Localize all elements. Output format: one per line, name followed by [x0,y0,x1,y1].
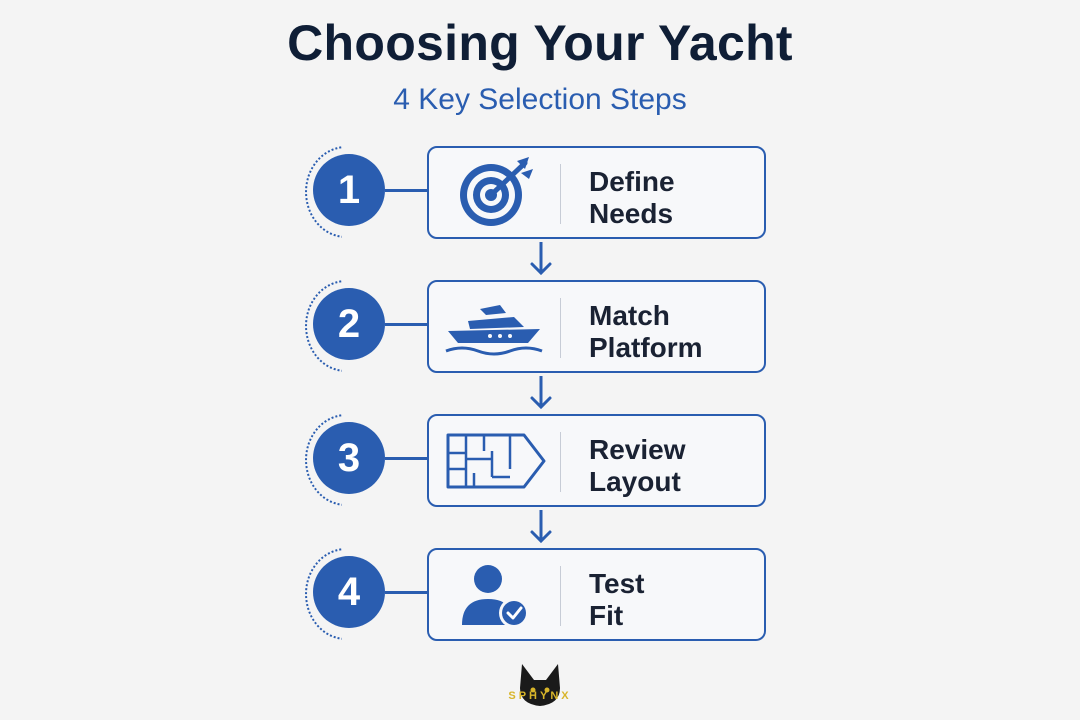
step-label: Match Platform [589,300,703,364]
step-2: 2 Match Platform [0,280,1080,376]
card-divider [560,432,561,492]
step-number-badge: 3 [313,422,385,494]
step-card: Test Fit [427,548,766,641]
step-connector [385,457,428,460]
page-title: Choosing Your Yacht [287,15,793,71]
card-divider [560,298,561,358]
step-connector [385,323,428,326]
step-connector [385,189,428,192]
step-label-line2: Platform [589,332,703,363]
step-label-line1: Test [589,568,645,599]
step-number-badge: 1 [313,154,385,226]
step-label-line2: Needs [589,198,674,229]
down-arrow-icon [530,242,552,276]
step-label: Test Fit [589,568,645,632]
step-number-badge: 2 [313,288,385,360]
step-label-line1: Match [589,300,670,331]
target-icon [441,154,551,232]
step-card: Define Needs [427,146,766,239]
step-label: Review Layout [589,434,686,498]
down-arrow-icon [530,376,552,410]
step-1: 1 Define Needs [0,146,1080,242]
step-4: 4 Test Fit [0,548,1080,644]
step-connector [385,591,428,594]
step-label-line1: Review [589,434,686,465]
brand-name: SPHYNX [508,690,572,702]
step-label: Define Needs [589,166,675,230]
user-check-icon [441,556,551,634]
sphynx-cat-logo-icon [520,664,560,706]
step-label-line1: Define [589,166,675,197]
step-label-line2: Fit [589,600,624,631]
step-card: Review Layout [427,414,766,507]
yacht-icon [441,288,551,366]
step-label-line2: Layout [589,466,681,497]
step-card: Match Platform [427,280,766,373]
down-arrow-icon [530,510,552,544]
card-divider [560,164,561,224]
floorplan-icon [441,422,551,500]
step-number-badge: 4 [313,556,385,628]
card-divider [560,566,561,626]
step-3: 3 Review Layout [0,414,1080,510]
page-subtitle: 4 Key Selection Steps [393,83,687,116]
